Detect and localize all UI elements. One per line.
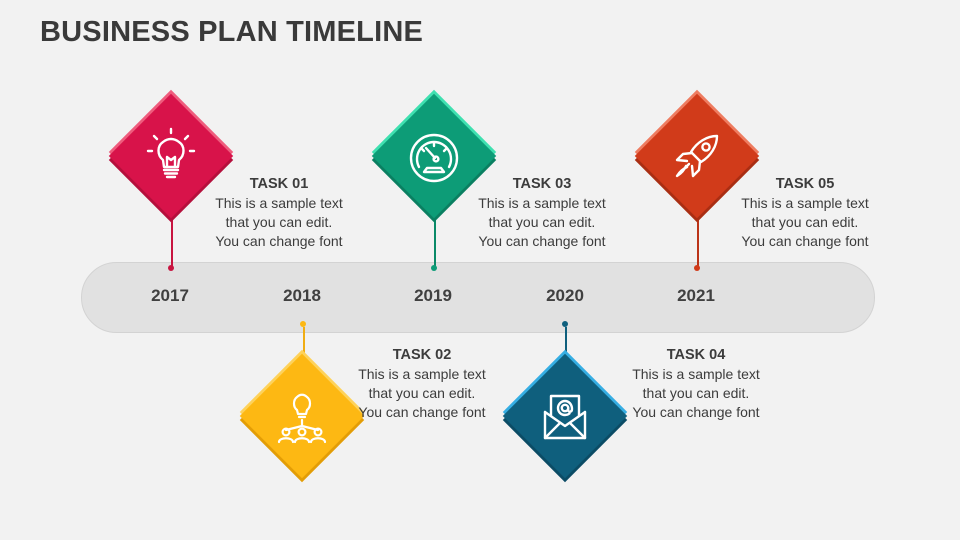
rocket-icon — [665, 124, 729, 188]
connector-dot — [300, 321, 306, 327]
task-02-text: TASK 02 This is a sample text that you c… — [342, 347, 502, 422]
connector-dot — [168, 265, 174, 271]
task-description: This is a sample text that you can edit.… — [215, 195, 343, 249]
task-heading: TASK 05 — [775, 176, 835, 192]
task-heading: TASK 02 — [392, 347, 452, 363]
lightbulb-icon — [139, 124, 203, 188]
task-01-text: TASK 01 This is a sample text that you c… — [199, 176, 359, 251]
task-description: This is a sample text that you can edit.… — [632, 366, 760, 420]
year-label: 2019 — [414, 286, 452, 305]
speedometer-icon — [402, 124, 466, 188]
email-icon — [533, 384, 597, 448]
connector-line — [697, 214, 699, 268]
connector-dot — [562, 321, 568, 327]
task-description: This is a sample text that you can edit.… — [741, 195, 869, 249]
page-title: BUSINESS PLAN TIMELINE — [40, 16, 424, 48]
connector-dot — [431, 265, 437, 271]
task-04-text: TASK 04 This is a sample text that you c… — [616, 347, 776, 422]
task-heading: TASK 04 — [666, 347, 726, 363]
connector-line — [171, 214, 173, 268]
task-description: This is a sample text that you can edit.… — [478, 195, 606, 249]
task-05-text: TASK 05 This is a sample text that you c… — [725, 176, 885, 251]
connector-dot — [694, 265, 700, 271]
task-heading: TASK 03 — [512, 176, 572, 192]
year-label: 2018 — [283, 286, 321, 305]
task-heading: TASK 01 — [249, 176, 309, 192]
task-description: This is a sample text that you can edit.… — [358, 366, 486, 420]
timeline-track — [81, 262, 875, 333]
year-label: 2021 — [677, 286, 715, 305]
connector-line — [434, 214, 436, 268]
task-03-text: TASK 03 This is a sample text that you c… — [462, 176, 622, 251]
team-idea-icon — [270, 384, 334, 448]
year-label: 2020 — [546, 286, 584, 305]
year-label: 2017 — [151, 286, 189, 305]
